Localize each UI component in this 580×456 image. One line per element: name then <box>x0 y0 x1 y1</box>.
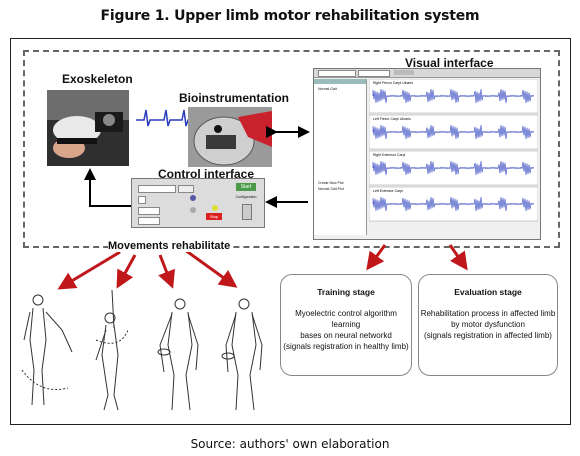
toolbar-button[interactable] <box>394 70 414 75</box>
status-led <box>190 195 196 201</box>
emg-plot-label: Left Flexor Carpi Ulnaris <box>373 117 411 121</box>
evaluation-heading: Evaluation stage <box>454 287 522 297</box>
red-arrow-body-4 <box>184 248 238 288</box>
bioinstrumentation-photo <box>188 107 272 167</box>
training-line: bases on neural networkd <box>300 331 392 340</box>
status-led-2 <box>190 207 196 213</box>
body-figure-3 <box>157 298 199 411</box>
training-stage-box: Training stage Myoelectric control algor… <box>280 274 412 376</box>
port-field[interactable] <box>138 185 176 193</box>
list-item[interactable]: Create New Plot <box>318 181 344 185</box>
red-arrow-body-3 <box>158 254 175 289</box>
visual-interface-window: Normal Gait Create New Plot Normal Gait … <box>313 68 541 240</box>
emg-signal <box>372 160 535 176</box>
visual-interface-label: Visual interface <box>405 56 494 70</box>
red-arrow-evaluation <box>448 244 468 271</box>
evaluation-line: by motor dysfunction <box>451 320 525 329</box>
control-interface-label: Control interface <box>158 167 255 181</box>
emg-plot-label: Left Extensor Carpi <box>373 189 403 193</box>
evaluation-line: Rehabilitation process in affected limb <box>420 309 556 318</box>
toolbar-dropdown-2[interactable] <box>358 70 390 77</box>
evaluation-line: (signals registration in affected limb) <box>424 331 552 340</box>
status-led-3 <box>212 205 218 211</box>
red-arrow-body-1 <box>57 250 121 290</box>
red-arrow-body-2 <box>116 254 137 289</box>
value-field[interactable] <box>138 207 160 215</box>
emg-signal <box>372 88 535 104</box>
list-header <box>314 79 366 84</box>
body-figure-4 <box>221 298 263 411</box>
movements-label: Movements rehabilitate <box>108 240 231 252</box>
option-checkbox[interactable] <box>138 196 146 204</box>
emg-plot-label: Right Flexor Carpi Ulnaris <box>373 81 413 85</box>
control-exoskeleton-arrow <box>84 168 131 207</box>
body-figure-1 <box>21 294 73 406</box>
training-line: Myoelectric control algorithm learning <box>295 309 397 329</box>
control-interface-panel: Stop Start Configuration <box>131 178 265 228</box>
value-field-2[interactable] <box>138 217 160 225</box>
window-toolbar <box>314 69 540 78</box>
exoskeleton-photo <box>47 90 129 166</box>
system-boundary <box>23 50 560 248</box>
config-slider[interactable] <box>242 204 252 220</box>
emg-signal <box>372 124 535 140</box>
training-line: (signals registration in healthy limb) <box>283 342 409 351</box>
toolbar-dropdown[interactable] <box>318 70 356 77</box>
figure-frame <box>10 38 571 425</box>
start-button[interactable]: Start <box>236 183 256 191</box>
list-item[interactable]: Normal Gait Plot <box>318 187 344 191</box>
session-list: Normal Gait Create New Plot Normal Gait … <box>314 79 367 235</box>
figure-title: Figure 1. Upper limb motor rehabilitatio… <box>100 8 480 24</box>
stop-button[interactable]: Stop <box>206 213 222 220</box>
list-item[interactable]: Normal Gait <box>318 87 337 91</box>
emg-signal <box>372 196 535 212</box>
port-button[interactable] <box>178 185 194 193</box>
exoskeleton-label: Exoskeleton <box>62 72 133 86</box>
red-arrow-training <box>366 244 387 271</box>
training-heading: Training stage <box>317 287 375 297</box>
bioinstrumentation-label: Bioinstrumentation <box>179 91 289 105</box>
body-figure-2 <box>95 289 129 411</box>
source-note: Source: authors' own elaboration <box>190 437 390 451</box>
emg-plot-label: Right Extensor Carpi <box>373 153 406 157</box>
evaluation-stage-box: Evaluation stage Rehabilitation process … <box>418 274 558 376</box>
config-label: Configuration <box>235 195 257 199</box>
